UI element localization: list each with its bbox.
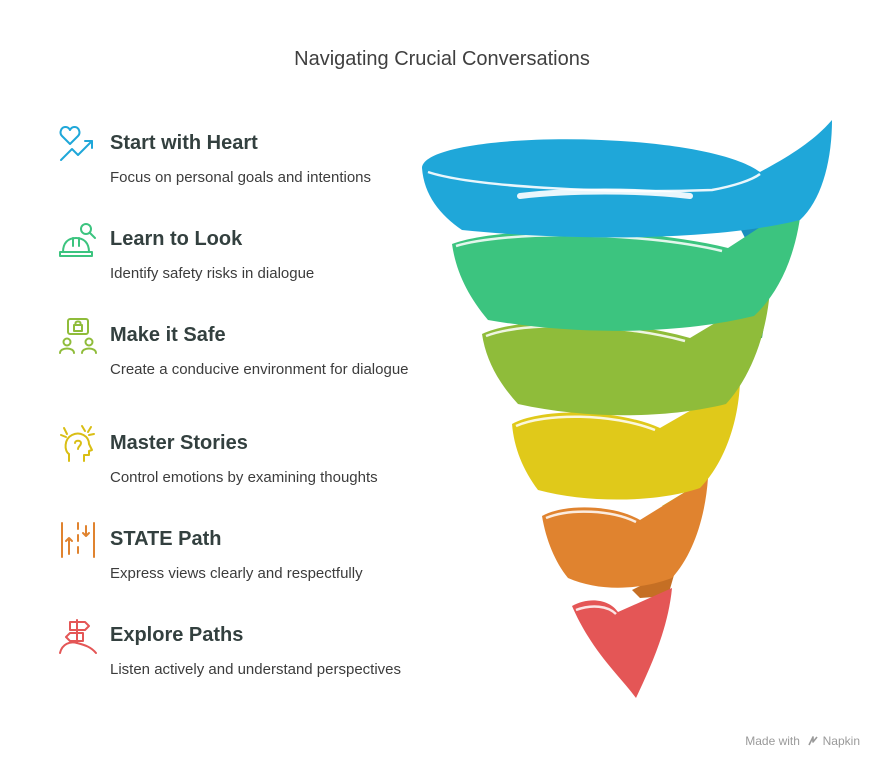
step-description: Identify safety risks in dialogue	[110, 265, 315, 282]
funnel-band-red	[572, 588, 672, 698]
step-name: Make it Safe	[110, 324, 226, 346]
napkin-logo-icon	[808, 736, 818, 746]
secure-people-icon	[59, 318, 97, 354]
helmet-search-icon	[59, 223, 96, 257]
diagram-title: Navigating Crucial Conversations	[294, 48, 590, 70]
funnel-band-yellow	[512, 382, 740, 500]
funnel-band-blue	[422, 120, 832, 238]
step-name: Master Stories	[110, 432, 248, 454]
stressed-head-icon	[60, 425, 95, 462]
step-description: Control emotions by examining thoughts	[110, 469, 378, 486]
spiral-funnel	[422, 120, 832, 698]
step-name: Start with Heart	[110, 132, 258, 154]
step-name: Explore Paths	[110, 624, 244, 646]
signpost-hill-icon	[59, 619, 97, 654]
funnel-band-orange	[542, 478, 708, 588]
step-description: Focus on personal goals and intentions	[110, 169, 372, 186]
step-description: Listen actively and understand perspecti…	[110, 661, 402, 678]
napkin-brand: Napkin	[807, 734, 860, 748]
step-name: STATE Path	[110, 528, 222, 550]
step-description: Create a conducive environment for dialo…	[110, 361, 409, 378]
funnel-band-olive	[482, 290, 770, 416]
napkin-brand-text: Napkin	[822, 734, 860, 748]
heart-growth-icon	[59, 126, 93, 161]
step-name: Learn to Look	[110, 228, 243, 250]
napkin-watermark: Made with Napkin	[745, 734, 860, 748]
path-lanes-icon	[61, 522, 95, 558]
step-description: Express views clearly and respectfully	[110, 565, 363, 582]
made-with-text: Made with	[745, 734, 800, 748]
